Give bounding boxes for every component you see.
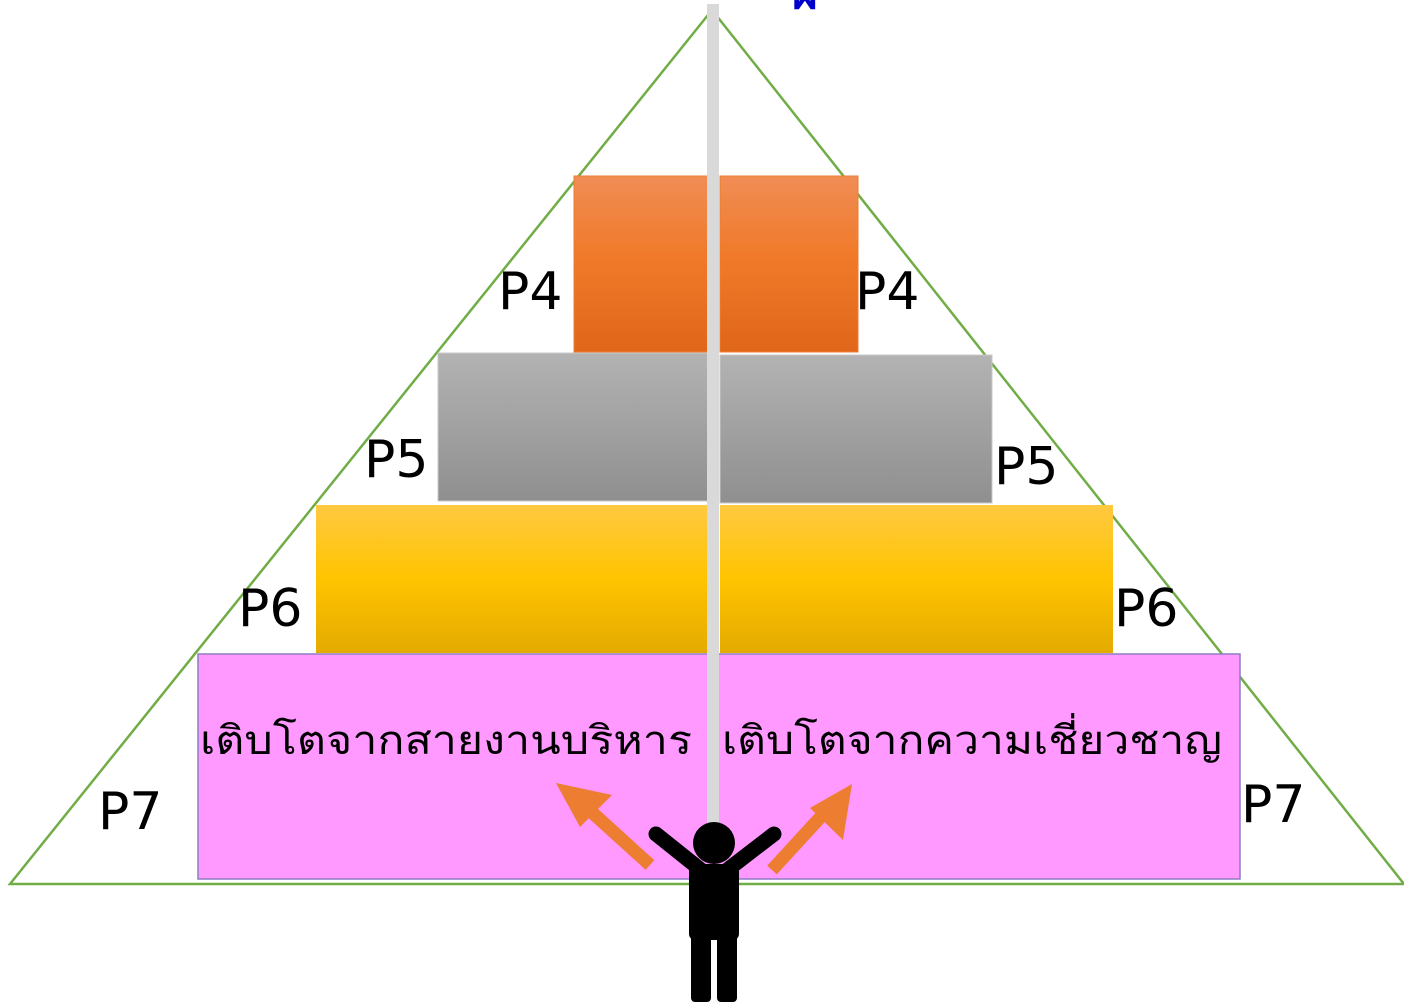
p6-right-block	[720, 505, 1113, 653]
level-label-p4-right: P4	[855, 262, 919, 322]
level-label-p6-right: P6	[1114, 579, 1178, 639]
person-arms-raised-icon	[648, 822, 782, 1002]
p4-right-block	[719, 175, 859, 353]
level-label-p7-right: P7	[1241, 775, 1305, 835]
expertise-path-label: เติบโตจากความเชี่ยวชาญ	[722, 713, 1222, 764]
p5-right-block	[719, 354, 993, 504]
p5-left-block	[437, 352, 709, 502]
level-label-p5-left: P5	[364, 430, 428, 490]
level-label-p6-left: P6	[238, 579, 302, 639]
center-divider	[707, 4, 719, 824]
p4-left-block	[573, 175, 709, 353]
management-path-label: เติบโตจากสายงานบริหาร	[200, 718, 692, 764]
p6-left-block	[316, 505, 708, 653]
arrow-up-right-icon	[767, 784, 852, 875]
arrow-up-left-icon	[556, 783, 655, 870]
level-label-p5-right: P5	[994, 437, 1058, 497]
level-label-p4-left: P4	[498, 262, 562, 322]
top-fragment-text: ผ	[792, 0, 818, 19]
level-label-p7-left: P7	[98, 782, 162, 842]
